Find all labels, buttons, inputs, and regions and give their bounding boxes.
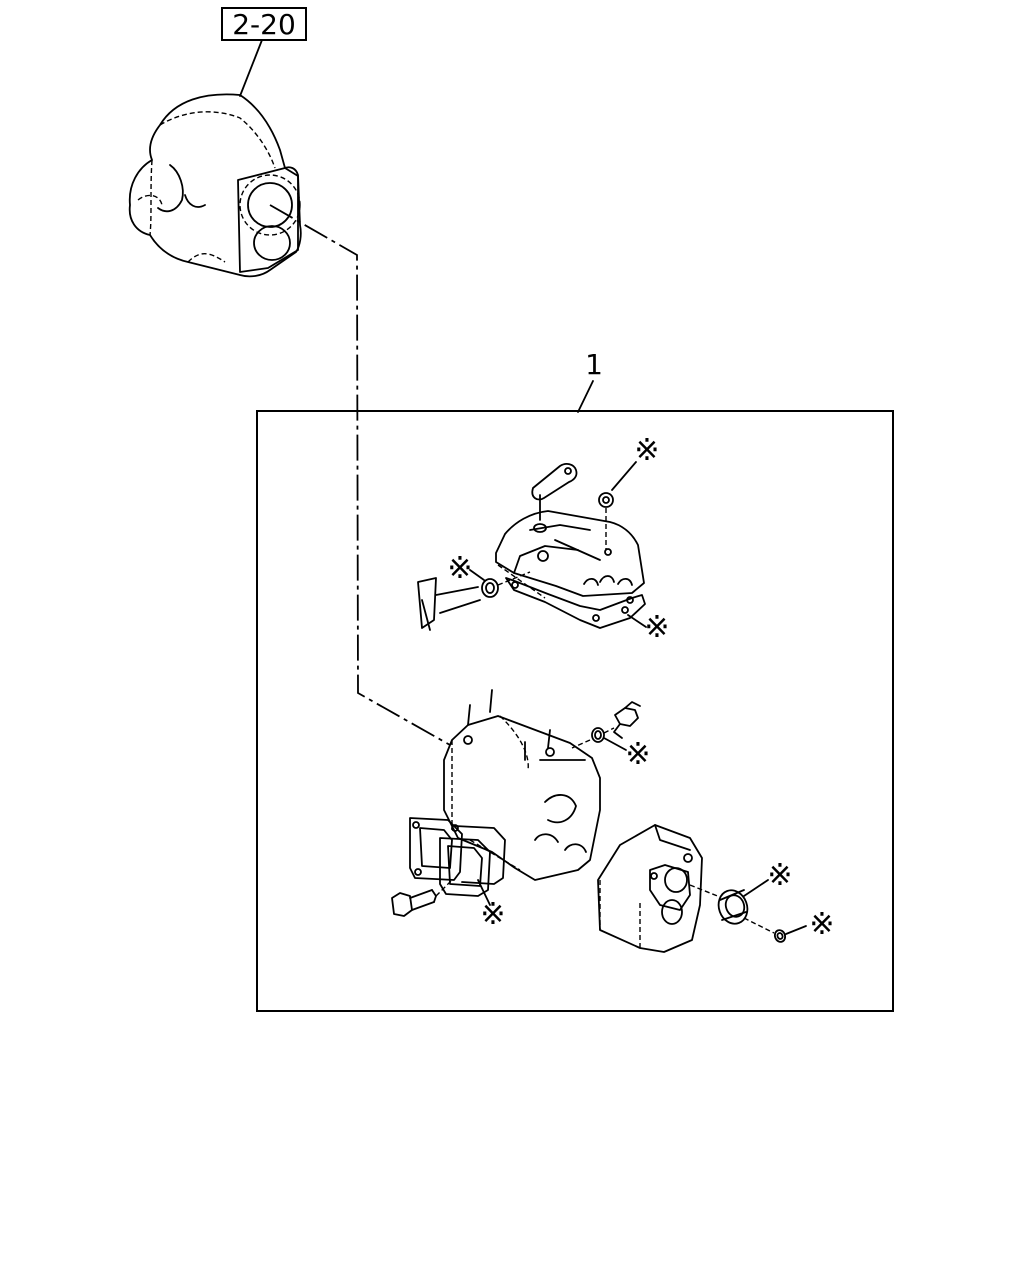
reference-label-group[interactable]: 2-20 [221,7,307,41]
reference-box [221,7,307,41]
asterisk-marker-cover-gasket: ※ [627,610,670,645]
asterisk-marker-o-ring: ※ [785,907,835,942]
asterisk-marker-oil-seal: ※ [743,858,793,897]
svg-text:※: ※ [480,897,505,932]
svg-text:※: ※ [447,551,472,586]
rear-extension-housing[interactable] [597,824,703,953]
clutch-housing[interactable] [128,93,302,278]
asterisk-marker-washer: ※ [611,433,660,491]
connection-line [269,204,451,746]
asterisk-marker-pin-seal: ※ [447,551,485,586]
asterisk-marker-drain-washer: ※ [603,737,651,772]
oil-seal[interactable] [689,884,752,928]
reference-leader-line [239,39,263,97]
front-cover[interactable] [409,817,506,897]
assembly-callout: 1 [585,348,603,381]
bolt-lower-left[interactable] [391,879,453,917]
svg-text:※: ※ [644,610,669,645]
asterisk-marker-front-gasket: ※ [477,879,506,932]
svg-text:※: ※ [809,907,834,942]
reference-label: 2-20 [232,8,296,41]
assembly-frame [256,410,894,1012]
svg-text:※: ※ [767,858,792,893]
assembly-callout-leader [577,380,594,413]
o-ring[interactable] [743,917,787,943]
svg-text:※: ※ [625,737,650,772]
drain-bolt[interactable] [571,701,641,749]
transmission-case[interactable] [443,689,601,881]
top-cover-assembly[interactable] [417,463,646,631]
svg-text:※: ※ [634,433,659,468]
